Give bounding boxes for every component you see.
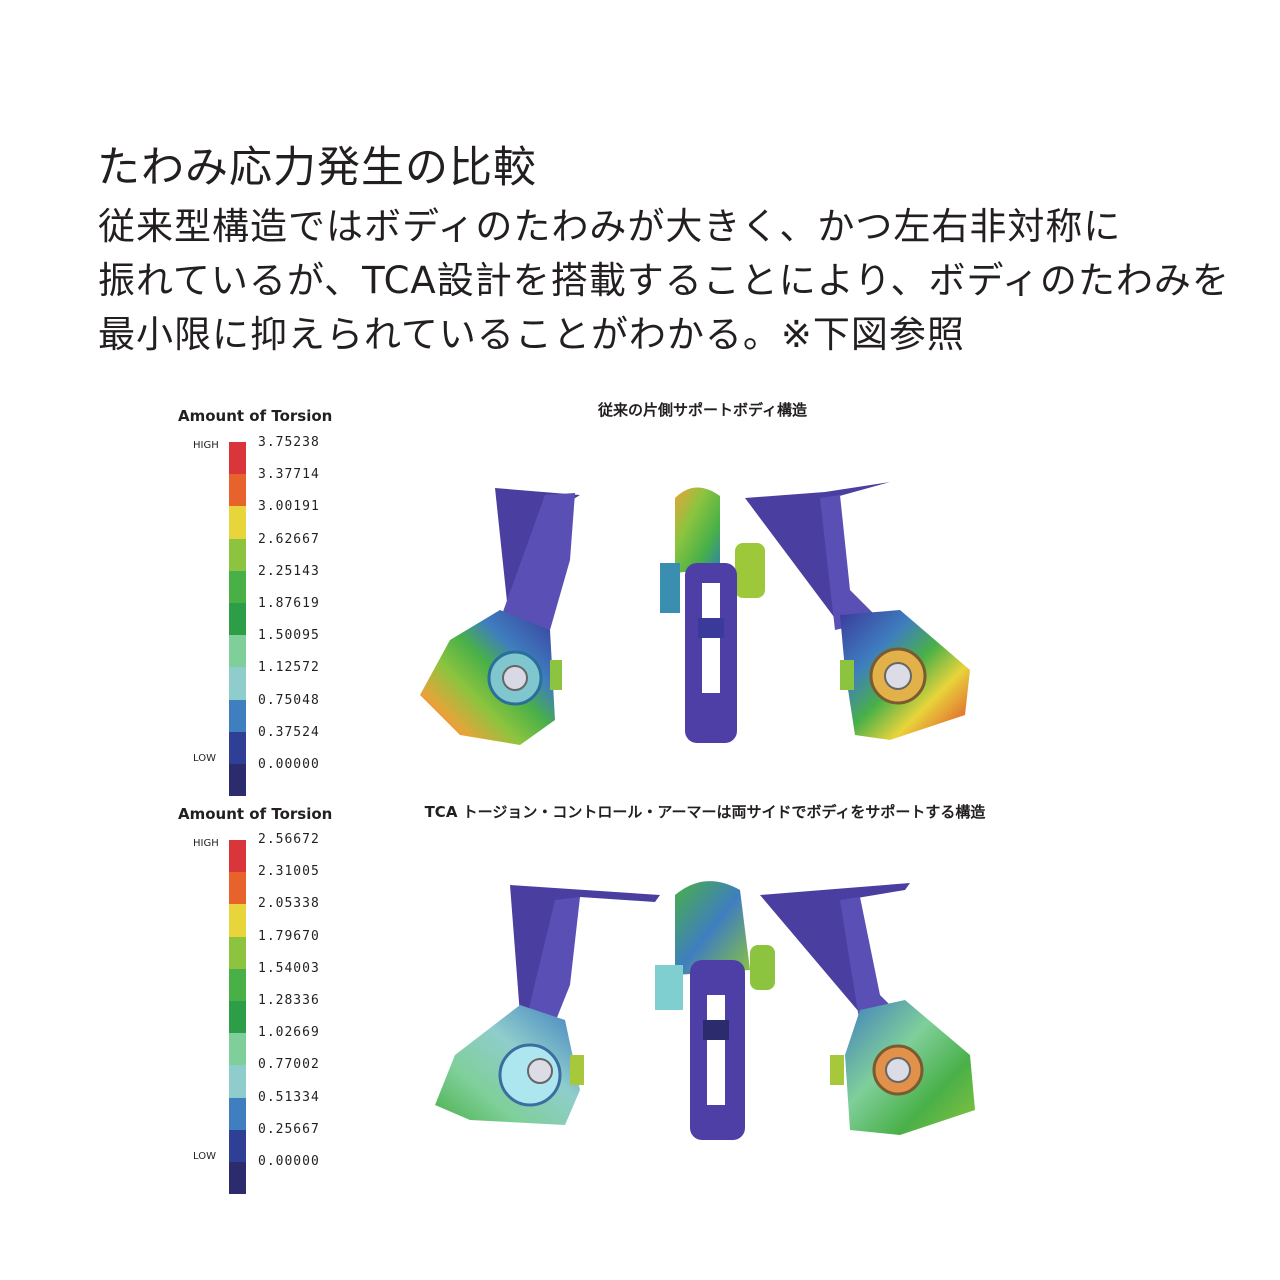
scale-color-band (229, 506, 246, 539)
scale-tick: 0.75048 (258, 692, 320, 708)
scale-color-band (229, 872, 246, 905)
legend-low-label: LOW (193, 1151, 216, 1162)
scale-tick: 2.31005 (258, 864, 320, 880)
scale-tick: 3.37714 (258, 467, 320, 483)
figure-title: TCA トージョン・コントロール・アーマーは両サイドでボディをサポートする構造 (424, 803, 986, 821)
description-line: 振れているが、TCA設計を搭載することにより、ボディのたわみを (98, 259, 1230, 302)
scale-color-band (229, 699, 246, 732)
scale-color-band (229, 538, 246, 571)
reel-left-view (435, 885, 660, 1125)
scale-color-band (229, 1000, 246, 1034)
scale-color-band (229, 1129, 246, 1162)
scale-color-band (229, 731, 246, 764)
scale-color-band (229, 936, 246, 969)
legend-high-label: HIGH (193, 838, 219, 849)
scale-tick: 0.00000 (258, 1153, 320, 1169)
scale-tick: 0.51334 (258, 1089, 320, 1105)
scale-tick: 1.50095 (258, 628, 320, 644)
scale-tick-labels: 2.56672 2.31005 2.05338 1.79670 1.54003 … (258, 824, 320, 1178)
page-heading: たわみ応力発生の比較 (97, 143, 537, 193)
reel-front-view (660, 487, 765, 743)
scale-tick: 3.00191 (258, 499, 320, 515)
scale-tick: 2.62667 (258, 531, 320, 547)
scale-tick: 1.87619 (258, 595, 320, 611)
reel-right-view (745, 482, 970, 740)
scale-color-band (229, 1161, 246, 1195)
color-scale-bar (229, 442, 246, 797)
scale-color-band (229, 1097, 246, 1130)
reel-right-view (760, 883, 975, 1135)
scale-color-band (229, 667, 246, 700)
scale-tick: 0.25667 (258, 1121, 320, 1137)
scale-color-band (229, 840, 246, 873)
scale-tick: 2.25143 (258, 563, 320, 579)
scale-tick: 1.28336 (258, 992, 320, 1008)
legend-high-label: HIGH (193, 440, 219, 451)
scale-color-band (229, 474, 246, 507)
reel-front-view (655, 881, 775, 1140)
scale-color-band (229, 1065, 246, 1098)
scale-tick-labels: 3.75238 3.37714 3.00191 2.62667 2.25143 … (258, 427, 320, 781)
scale-color-band (229, 442, 246, 475)
color-scale-bar (229, 840, 246, 1195)
scale-tick: 1.54003 (258, 960, 320, 976)
scale-tick: 0.00000 (258, 756, 320, 772)
scale-color-band (229, 635, 246, 668)
scale-tick: 2.56672 (258, 832, 320, 847)
scale-tick: 1.02669 (258, 1025, 320, 1041)
scale-color-band (229, 602, 246, 636)
scale-color-band (229, 570, 246, 603)
description-text: 従来型構造ではボディのたわみが大きく、かつ左右非対称に 振れているが、TCA設計… (98, 200, 1230, 362)
scale-color-band (229, 968, 246, 1001)
description-line: 従来型構造ではボディのたわみが大きく、かつ左右非対称に (98, 205, 1122, 248)
reel-left-view (420, 488, 580, 745)
scale-tick: 0.37524 (258, 724, 320, 740)
scale-tick: 3.75238 (258, 435, 320, 450)
legend-title: Amount of Torsion (178, 805, 333, 823)
legend-low-label: LOW (193, 753, 216, 764)
legend-title: Amount of Torsion (178, 407, 333, 425)
scale-color-band (229, 904, 246, 937)
scale-tick: 1.79670 (258, 928, 320, 944)
scale-tick: 2.05338 (258, 896, 320, 912)
description-line: 最小限に抑えられていることがわかる。※下図参照 (98, 313, 965, 356)
figure-title: 従来の片側サポートボディ構造 (598, 401, 807, 419)
scale-color-band (229, 1033, 246, 1066)
scale-color-band (229, 763, 246, 797)
scale-tick: 0.77002 (258, 1057, 320, 1073)
scale-tick: 1.12572 (258, 660, 320, 676)
